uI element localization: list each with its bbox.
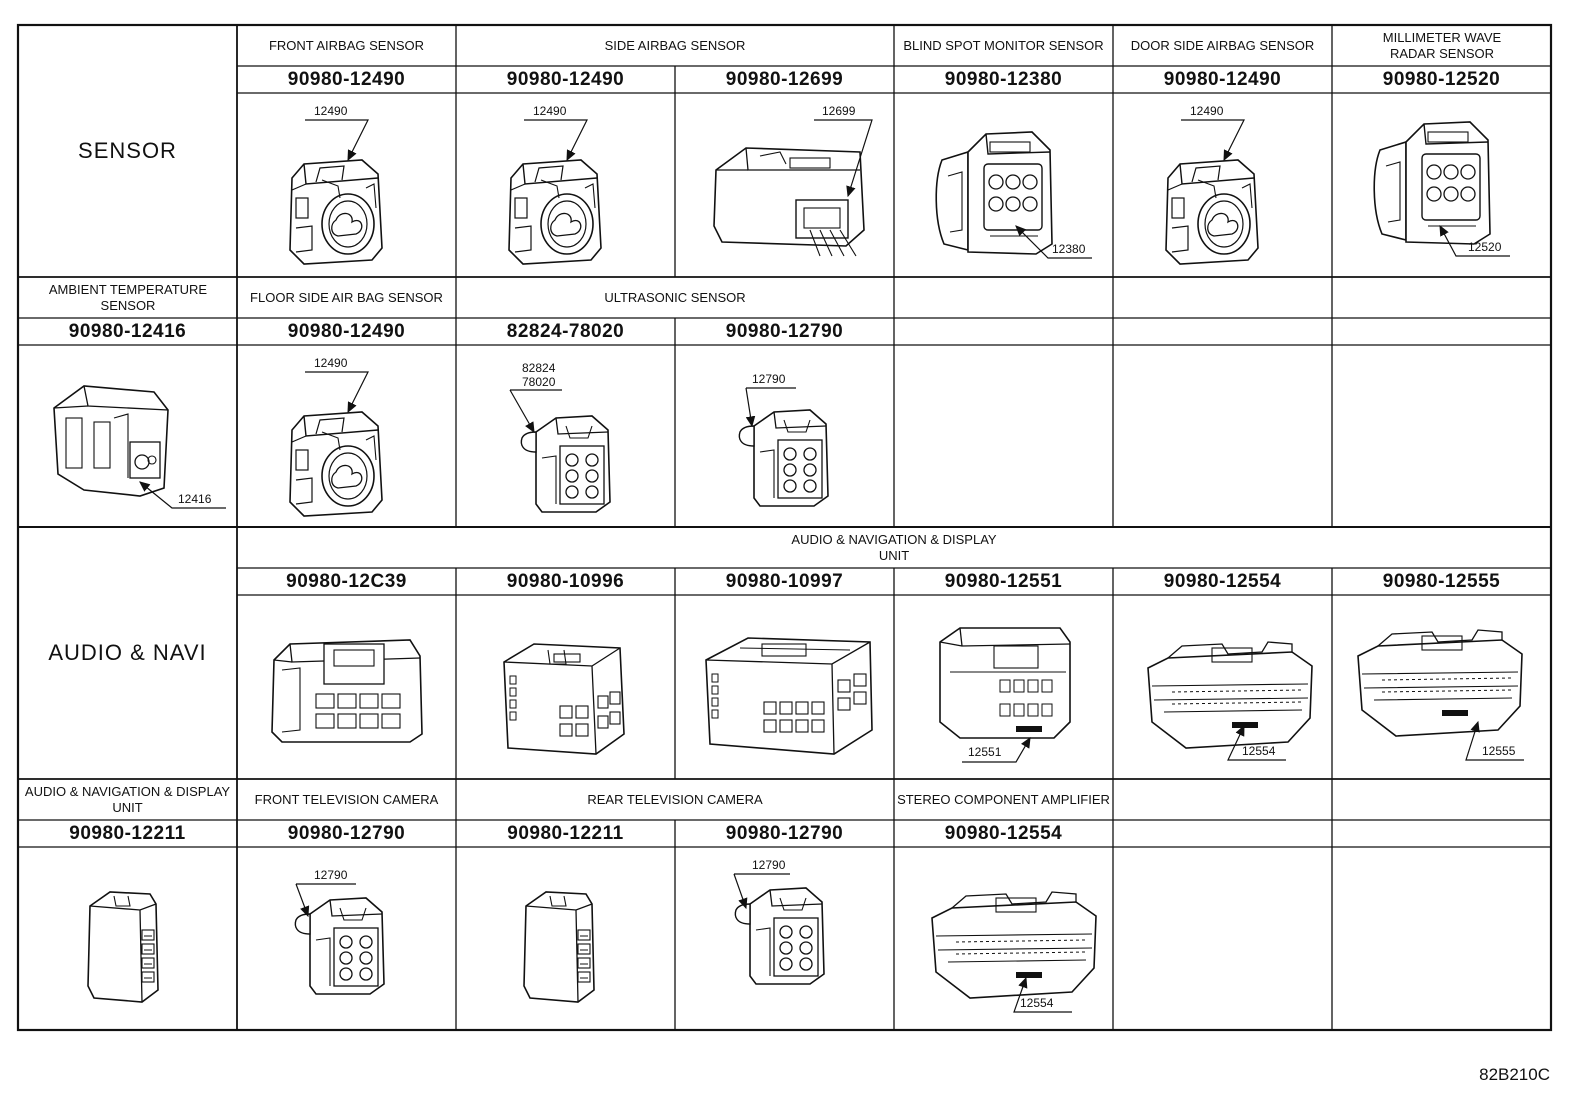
part-number: 90980-12520 [1382,68,1501,90]
part-number: 90980-12490 [287,68,406,90]
tag-12416: 12416 [178,492,212,506]
tag-12520: 12520 [1468,240,1502,254]
connector-floor-side-airbag [289,411,383,517]
connector-12211-a [87,891,159,1003]
tag-door-side-airbag: 12490 [1190,104,1224,118]
part-number: 90980-12416 [68,320,187,342]
connector-side-airbag [508,159,602,265]
tag-12380: 12380 [1052,242,1086,256]
connector-front-tv-camera [294,897,385,995]
label-rear-television-camera: REAR TELEVISION CAMERA [587,791,763,807]
label-door-side-airbag-sensor: DOOR SIDE AIRBAG SENSOR [1130,37,1315,53]
connector-12211-b [523,891,595,1003]
label-front-airbag-sensor: FRONT AIRBAG SENSOR [268,37,425,53]
part-number: 82824-78020 [506,320,625,342]
connector-door-side-airbag [1165,159,1259,265]
label-audio-navigation-display-unit-2: AUDIO & NAVIGATION & DISPLAY UNIT [24,783,231,815]
part-number: 90980-12490 [1163,68,1282,90]
tag-12551: 12551 [968,745,1002,759]
group-audio-navi: AUDIO & NAVI [48,640,207,665]
tag-12555: 12555 [1482,744,1516,758]
part-number: 90980-12380 [944,68,1063,90]
part-number: 90980-12555 [1382,570,1501,592]
label-front-television-camera: FRONT TELEVISION CAMERA [254,791,439,807]
group-sensor: SENSOR [78,138,177,163]
label-side-airbag-sensor: SIDE AIRBAG SENSOR [604,37,746,53]
part-number: 90980-12211 [69,822,186,844]
label-stereo-component-amplifier: STEREO COMPONENT AMPLIFIER [897,791,1110,807]
part-number: 90980-12C39 [286,570,407,592]
connector-side-airbag-12699 [713,147,865,257]
tag-12554-row3: 12554 [1242,744,1276,758]
tag-side-airbag: 12490 [533,104,567,118]
part-number: 90980-10997 [725,570,844,592]
connector-ambient [53,385,169,497]
tag-78020: 78020 [522,375,556,389]
connector-10997 [705,637,873,755]
connector-10996 [503,643,625,755]
connector-12551 [939,627,1071,739]
tag-82824: 82824 [522,361,556,375]
label-millimeter-wave-radar-sensor: MILLIMETER WAVE RADAR SENSOR [1382,29,1502,61]
connector-12c39 [271,639,423,743]
label-audio-navigation-display-unit: AUDIO & NAVIGATION & DISPLAY UNIT [791,531,997,563]
connector-blind-spot [935,131,1053,255]
part-number: 90980-12551 [944,570,1063,592]
tag-12699: 12699 [822,104,856,118]
label-blind-spot-monitor-sensor: BLIND SPOT MONITOR SENSOR [903,37,1104,53]
connector-ultrasonic-78020 [520,415,611,513]
tag-front-airbag: 12490 [314,104,348,118]
tag-floor-side-airbag: 12490 [314,356,348,370]
part-number: 90980-12211 [507,822,624,844]
part-number: 90980-12790 [725,822,844,844]
part-number: 90980-12699 [725,68,844,90]
tag-rear-tv-camera: 12790 [752,858,786,872]
connector-radar [1373,121,1491,245]
part-number: 90980-12554 [1163,570,1282,592]
tag-12554-row4: 12554 [1020,996,1054,1010]
connector-stereo-amp [931,891,1097,999]
tag-12790-row2: 12790 [752,372,786,386]
connector-rear-tv-camera [734,887,825,985]
part-number: 90980-12490 [506,68,625,90]
label-ultrasonic-sensor: ULTRASONIC SENSOR [604,289,746,305]
drawing-code: 82B210C [1479,1065,1550,1084]
part-number: 90980-12790 [287,822,406,844]
label-ambient-temperature-sensor: AMBIENT TEMPERATURE SENSOR [48,281,208,313]
connector-12555 [1357,629,1523,737]
label-floor-side-airbag-sensor: FLOOR SIDE AIR BAG SENSOR [250,289,443,305]
part-number: 90980-12490 [287,320,406,342]
connector-12554 [1147,641,1313,749]
connector-ultrasonic-12790 [738,409,829,507]
part-number: 90980-10996 [506,570,625,592]
part-number: 90980-12790 [725,320,844,342]
tag-front-tv-camera: 12790 [314,868,348,882]
connector-front-airbag [289,159,383,265]
part-number: 90980-12554 [944,822,1063,844]
